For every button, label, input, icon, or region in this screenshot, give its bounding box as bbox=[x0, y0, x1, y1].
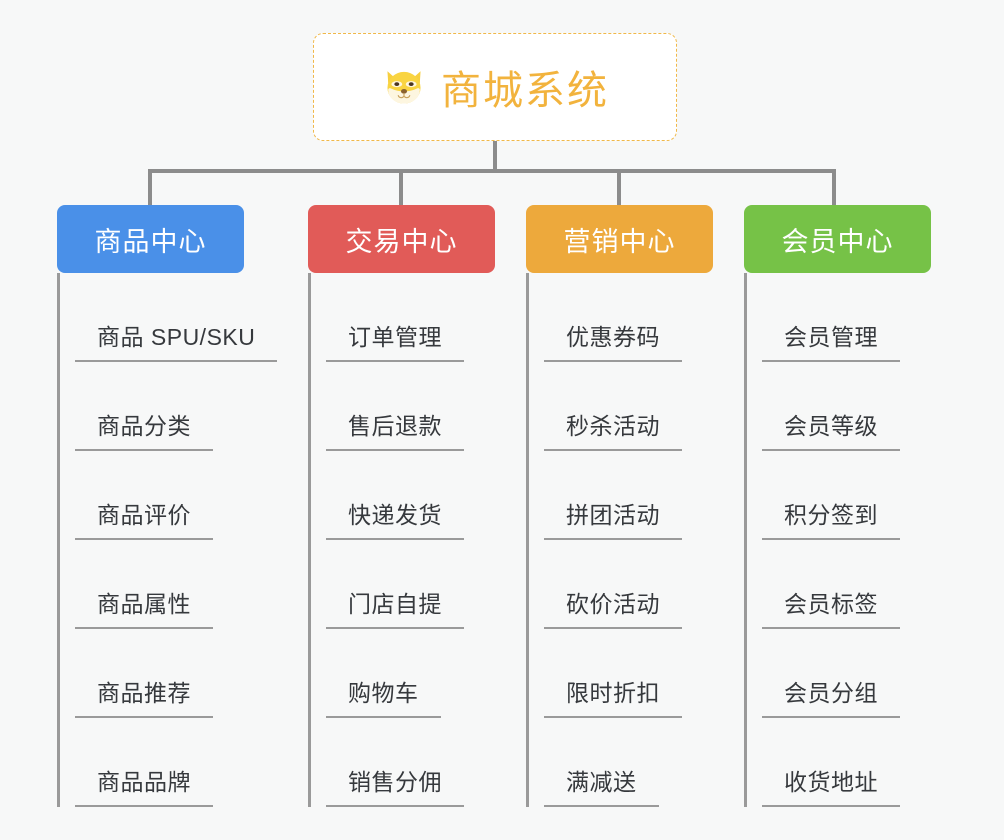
list-item[interactable]: 商品品牌 bbox=[75, 718, 307, 807]
leaf-label: 快递发货 bbox=[326, 496, 464, 540]
shiba-dog-face-icon bbox=[381, 64, 427, 110]
connector-drop-会员中心 bbox=[832, 171, 836, 205]
leaf-label: 商品评价 bbox=[75, 496, 213, 540]
leaf-label: 商品属性 bbox=[75, 585, 213, 629]
list-item[interactable]: 会员等级 bbox=[762, 362, 964, 451]
list-item[interactable]: 商品推荐 bbox=[75, 629, 307, 718]
leaf-list-商品中心: 商品 SPU/SKU 商品分类 商品评价 商品属性 商品推荐 商品品牌 bbox=[57, 273, 307, 807]
leaf-label: 秒杀活动 bbox=[544, 407, 682, 451]
category-header-会员中心[interactable]: 会员中心 bbox=[744, 205, 931, 273]
list-item[interactable]: 快递发货 bbox=[326, 451, 528, 540]
list-item[interactable]: 砍价活动 bbox=[544, 540, 746, 629]
leaf-label: 优惠券码 bbox=[544, 318, 682, 362]
list-item[interactable]: 会员管理 bbox=[762, 273, 964, 362]
list-item[interactable]: 销售分佣 bbox=[326, 718, 528, 807]
leaf-list-交易中心: 订单管理 售后退款 快递发货 门店自提 购物车 销售分佣 bbox=[308, 273, 528, 807]
leaf-label: 订单管理 bbox=[326, 318, 464, 362]
leaf-list-营销中心: 优惠券码 秒杀活动 拼团活动 砍价活动 限时折扣 满减送 bbox=[526, 273, 746, 807]
list-item[interactable]: 订单管理 bbox=[326, 273, 528, 362]
leaf-label: 拼团活动 bbox=[544, 496, 682, 540]
list-item[interactable]: 商品分类 bbox=[75, 362, 307, 451]
list-item[interactable]: 商品 SPU/SKU bbox=[75, 273, 307, 362]
category-header-营销中心[interactable]: 营销中心 bbox=[526, 205, 713, 273]
list-item[interactable]: 优惠券码 bbox=[544, 273, 746, 362]
list-item[interactable]: 限时折扣 bbox=[544, 629, 746, 718]
leaf-label: 门店自提 bbox=[326, 585, 464, 629]
leaf-label: 销售分佣 bbox=[326, 763, 464, 807]
leaf-label: 会员标签 bbox=[762, 585, 900, 629]
list-item[interactable]: 售后退款 bbox=[326, 362, 528, 451]
category-column-商品中心: 商品中心 商品 SPU/SKU 商品分类 商品评价 商品属性 商品推荐 商品品牌 bbox=[57, 205, 307, 807]
leaf-label: 购物车 bbox=[326, 674, 441, 718]
list-item[interactable]: 秒杀活动 bbox=[544, 362, 746, 451]
leaf-list-会员中心: 会员管理 会员等级 积分签到 会员标签 会员分组 收货地址 bbox=[744, 273, 964, 807]
leaf-label: 商品品牌 bbox=[75, 763, 213, 807]
category-header-交易中心[interactable]: 交易中心 bbox=[308, 205, 495, 273]
list-item[interactable]: 满减送 bbox=[544, 718, 746, 807]
list-item[interactable]: 购物车 bbox=[326, 629, 528, 718]
root-title: 商城系统 bbox=[441, 69, 609, 113]
list-item[interactable]: 商品属性 bbox=[75, 540, 307, 629]
leaf-label: 会员等级 bbox=[762, 407, 900, 451]
leaf-label: 限时折扣 bbox=[544, 674, 682, 718]
connector-drop-交易中心 bbox=[399, 171, 403, 205]
root-node-商城系统[interactable]: 商城系统 bbox=[313, 33, 677, 141]
leaf-label: 会员分组 bbox=[762, 674, 900, 718]
leaf-label: 商品推荐 bbox=[75, 674, 213, 718]
category-column-会员中心: 会员中心 会员管理 会员等级 积分签到 会员标签 会员分组 收货地址 bbox=[744, 205, 964, 807]
list-item[interactable]: 会员标签 bbox=[762, 540, 964, 629]
list-item[interactable]: 商品评价 bbox=[75, 451, 307, 540]
leaf-label: 积分签到 bbox=[762, 496, 900, 540]
list-item[interactable]: 收货地址 bbox=[762, 718, 964, 807]
list-item[interactable]: 积分签到 bbox=[762, 451, 964, 540]
category-column-营销中心: 营销中心 优惠券码 秒杀活动 拼团活动 砍价活动 限时折扣 满减送 bbox=[526, 205, 746, 807]
list-item[interactable]: 会员分组 bbox=[762, 629, 964, 718]
leaf-label: 会员管理 bbox=[762, 318, 900, 362]
connector-drop-商品中心 bbox=[148, 171, 152, 205]
leaf-label: 满减送 bbox=[544, 763, 659, 807]
connector-drop-营销中心 bbox=[617, 171, 621, 205]
list-item[interactable]: 拼团活动 bbox=[544, 451, 746, 540]
leaf-label: 售后退款 bbox=[326, 407, 464, 451]
category-header-商品中心[interactable]: 商品中心 bbox=[57, 205, 244, 273]
connector-horizontal-bus bbox=[148, 169, 836, 173]
connector-root-stem bbox=[493, 141, 497, 171]
list-item[interactable]: 门店自提 bbox=[326, 540, 528, 629]
leaf-label: 收货地址 bbox=[762, 763, 900, 807]
leaf-label: 商品 SPU/SKU bbox=[75, 318, 278, 362]
category-column-交易中心: 交易中心 订单管理 售后退款 快递发货 门店自提 购物车 销售分佣 bbox=[308, 205, 528, 807]
leaf-label: 商品分类 bbox=[75, 407, 213, 451]
leaf-label: 砍价活动 bbox=[544, 585, 682, 629]
